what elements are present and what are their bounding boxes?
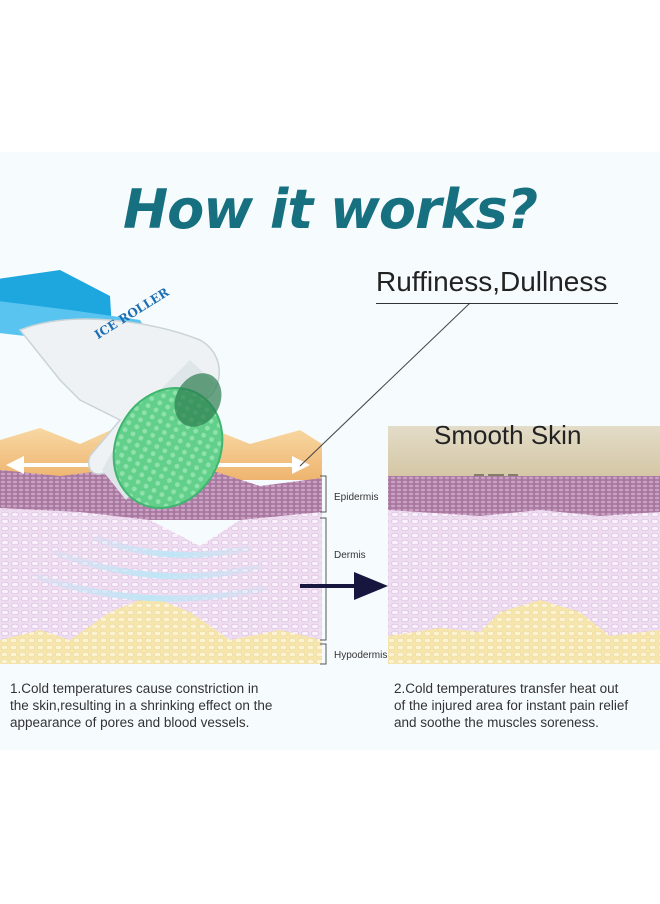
rough-label-underline <box>376 303 618 304</box>
caption-left: 1.Cold temperatures cause constriction i… <box>10 681 273 730</box>
hypodermis-layer-left <box>0 596 322 664</box>
skin-surface-smooth <box>388 426 660 478</box>
cold-wave-icon <box>33 573 267 602</box>
epidermis-layer-right <box>388 476 660 518</box>
transition-arrow-icon <box>300 572 388 600</box>
layer-brackets <box>320 475 327 665</box>
rough-skin-block <box>0 426 322 664</box>
smooth-skin-block <box>388 426 660 664</box>
smooth-skin-label: Smooth Skin <box>434 420 582 450</box>
left-arrowhead <box>6 456 24 474</box>
ice-roller-icon <box>0 270 224 509</box>
page-title: How it works? <box>122 178 538 241</box>
dermis-layer-left <box>0 508 322 650</box>
hypodermis-label: Hypodermis <box>334 650 388 661</box>
dermis-label: Dermis <box>334 550 366 561</box>
dermis-layer-right <box>388 510 660 652</box>
epidermis-label: Epidermis <box>334 492 379 503</box>
cold-wave-icon <box>52 549 263 580</box>
caption-right: 2.Cold temperatures transfer heat out of… <box>394 681 629 730</box>
cold-wave-icon <box>92 535 251 559</box>
rough-skin-label: Ruffiness,Dullness <box>376 266 608 297</box>
pointer-line <box>299 302 471 467</box>
hypodermis-layer-right <box>388 600 660 664</box>
